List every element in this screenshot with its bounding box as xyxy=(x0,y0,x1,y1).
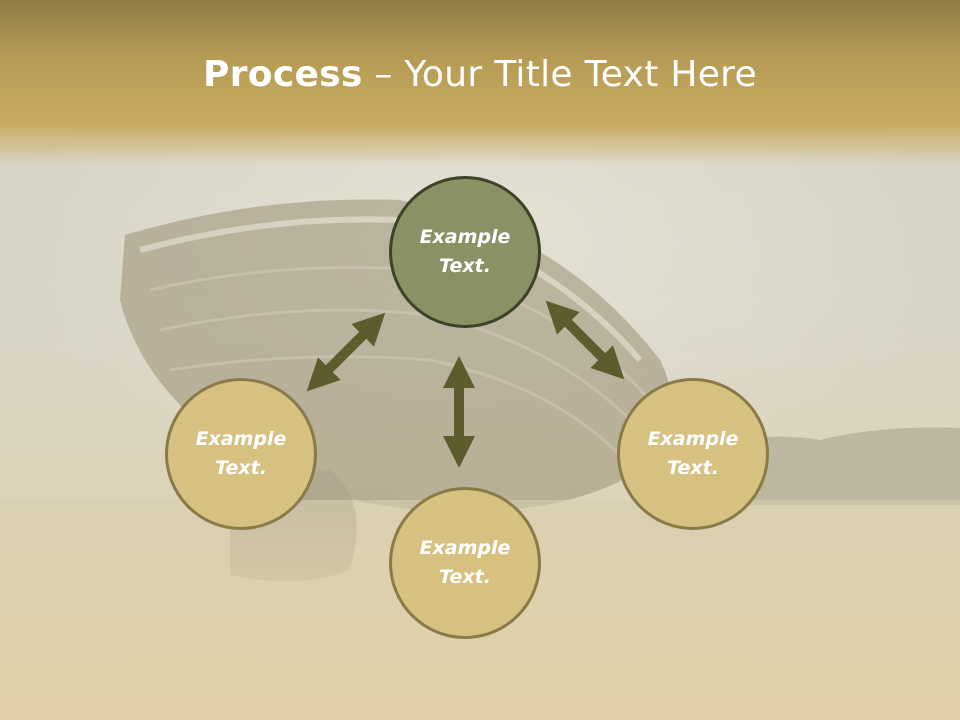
right-double-arrow xyxy=(545,300,625,380)
slide-title: Process – Your Title Text Here xyxy=(0,52,960,98)
title-band xyxy=(0,0,960,165)
title-bold: Process xyxy=(203,54,363,95)
node-top-line2: Text. xyxy=(439,255,491,277)
node-right-line2: Text. xyxy=(667,457,719,479)
node-bottom-line2: Text. xyxy=(439,566,491,588)
title-rest: – Your Title Text Here xyxy=(362,54,757,95)
node-right-line1: Example xyxy=(647,428,739,450)
node-top-line1: Example xyxy=(419,226,511,248)
node-bottom-line1: Example xyxy=(419,537,511,559)
node-left-line2: Text. xyxy=(215,457,267,479)
node-left-line1: Example xyxy=(195,428,287,450)
left-double-arrow xyxy=(306,312,386,392)
